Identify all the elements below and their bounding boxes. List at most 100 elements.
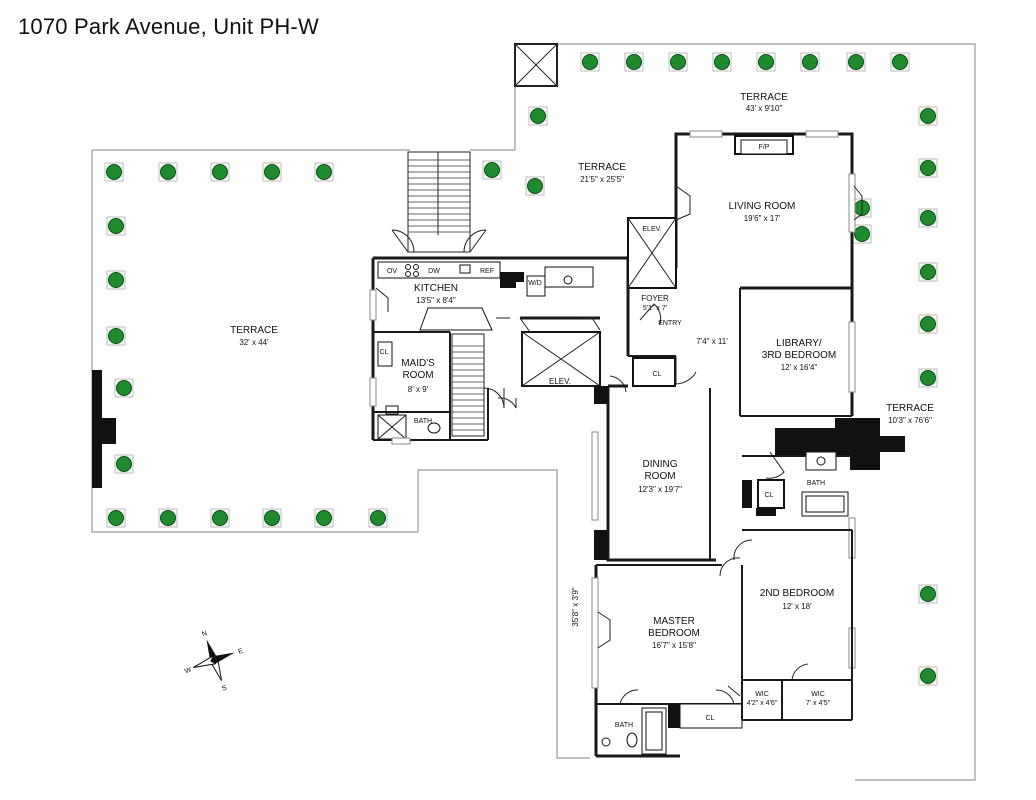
- dining-room-line1: DINING: [643, 459, 678, 470]
- second-bedroom-name: 2ND BEDROOM: [760, 588, 834, 599]
- refrigerator-label: REF: [480, 268, 494, 275]
- planter-shrub: [920, 370, 936, 386]
- planter-shrub: [530, 108, 546, 124]
- second-bedroom-size: 12' x 18': [782, 602, 812, 611]
- wic-left-size: 4'2" x 4'6": [747, 700, 778, 707]
- bath-label-maid: BATH: [414, 418, 432, 425]
- closet-label-maid: CL: [380, 349, 389, 356]
- west-wall-notch: [102, 418, 116, 444]
- planter-shrub: [920, 316, 936, 332]
- wic-left-name: WIC: [755, 691, 769, 698]
- planter-shrub: [108, 218, 124, 234]
- planter-shrub: [108, 272, 124, 288]
- terrace-east-name: TERRACE: [886, 403, 934, 414]
- planter-shrub: [802, 54, 818, 70]
- kitchen-size: 13'5" x 8'4": [416, 296, 456, 305]
- planter-shrub: [116, 380, 132, 396]
- planter-shrub: [920, 210, 936, 226]
- terrace-top-name: TERRACE: [740, 92, 788, 103]
- library-line2: 3RD BEDROOM: [762, 350, 836, 361]
- apartment-walls: [369, 130, 905, 758]
- terrace-planters: [104, 52, 938, 686]
- maids-room-line2: ROOM: [402, 370, 433, 381]
- planter-shrub: [264, 164, 280, 180]
- terrace-center-name: TERRACE: [578, 162, 626, 173]
- planter-shrub: [160, 510, 176, 526]
- planter-shrub: [920, 160, 936, 176]
- planter-shrub: [670, 54, 686, 70]
- planter-shrub: [920, 264, 936, 280]
- maids-room-size: 8' x 9': [408, 385, 429, 394]
- planter-shrub: [714, 54, 730, 70]
- planter-shrub: [316, 164, 332, 180]
- fireplace-label: F/P: [759, 144, 770, 151]
- bath-label-master: BATH: [615, 722, 633, 729]
- elev-label-foyer: ELEV.: [642, 226, 661, 233]
- dining-room-size: 12'3" x 19'7": [638, 485, 682, 494]
- planter-shrub: [264, 510, 280, 526]
- terrace-railings: [91, 43, 976, 781]
- planter-shrub: [892, 54, 908, 70]
- west-strip-size: 35'8" x 3'9": [571, 587, 580, 627]
- planter-shrub: [854, 226, 870, 242]
- compass-s: S: [221, 684, 228, 692]
- dining-room-line2: ROOM: [644, 471, 675, 482]
- wic-right-name: WIC: [811, 691, 825, 698]
- library-line1: LIBRARY/: [776, 338, 822, 349]
- terrace-west-size: 32' x 44': [239, 338, 269, 347]
- terrace-west-name: TERRACE: [230, 325, 278, 336]
- planter-shrub: [108, 328, 124, 344]
- planter-shrub: [316, 510, 332, 526]
- skylight: [514, 43, 558, 87]
- living-room-name: LIVING ROOM: [729, 201, 796, 212]
- planter-shrub: [108, 510, 124, 526]
- planter-shrub: [848, 54, 864, 70]
- planter-shrub: [920, 108, 936, 124]
- compass-rose: N S E W: [184, 630, 245, 693]
- planter-shrub: [484, 162, 500, 178]
- library-size: 12' x 16'4": [781, 363, 818, 372]
- planter-shrub: [527, 178, 543, 194]
- room-labels: TERRACE 43' x 9'10" TERRACE 21'5" x 25'5…: [230, 92, 934, 707]
- closet-label-bath: CL: [765, 492, 774, 499]
- hall-size: 7'4" x 11': [696, 337, 728, 346]
- west-wall-block: [92, 370, 102, 488]
- plan-title: 1070 Park Avenue, Unit PH-W: [18, 14, 319, 39]
- living-room-size: 19'6" x 17': [744, 214, 781, 223]
- elev-label-lobby: ELEV.: [549, 377, 571, 386]
- terrace-top-size: 43' x 9'10": [746, 104, 783, 113]
- planter-shrub: [370, 510, 386, 526]
- planter-shrub: [920, 668, 936, 684]
- washer-dryer-label: W/D: [528, 280, 542, 287]
- foyer-name: FOYER: [641, 294, 669, 303]
- planter-shrub: [212, 510, 228, 526]
- bath-label-east: BATH: [807, 480, 825, 487]
- planter-shrub: [626, 54, 642, 70]
- maids-room-line1: MAID'S: [401, 358, 435, 369]
- closet-label-hall: CL: [653, 371, 662, 378]
- planter-shrub: [758, 54, 774, 70]
- master-bedroom-line2: BEDROOM: [648, 628, 700, 639]
- planter-shrub: [920, 586, 936, 602]
- compass-w: W: [184, 666, 193, 675]
- compass-e: E: [237, 648, 244, 656]
- oven-label: OV: [387, 268, 397, 275]
- foyer-size: 5'1" x 7': [643, 305, 667, 312]
- terrace-east-size: 10'3" x 76'6": [888, 416, 932, 425]
- wic-right-size: 7' x 4'5": [806, 700, 831, 707]
- stair-north: [391, 151, 487, 253]
- fixture-labels: F/P ELEV. ELEV. ENTRY CL CL CL CL BATH B…: [380, 144, 826, 729]
- master-bedroom-line1: MASTER: [653, 616, 695, 627]
- compass-n: N: [201, 630, 208, 638]
- closet-label-master: CL: [706, 715, 715, 722]
- planter-shrub: [212, 164, 228, 180]
- kitchen-name: KITCHEN: [414, 283, 458, 294]
- planter-shrub: [160, 164, 176, 180]
- terrace-center-size: 21'5" x 25'5": [580, 175, 624, 184]
- planter-shrub: [582, 54, 598, 70]
- master-bedroom-size: 16'7" x 15'8": [652, 641, 696, 650]
- entry-label: ENTRY: [658, 320, 682, 327]
- planter-shrub: [116, 456, 132, 472]
- planter-shrub: [106, 164, 122, 180]
